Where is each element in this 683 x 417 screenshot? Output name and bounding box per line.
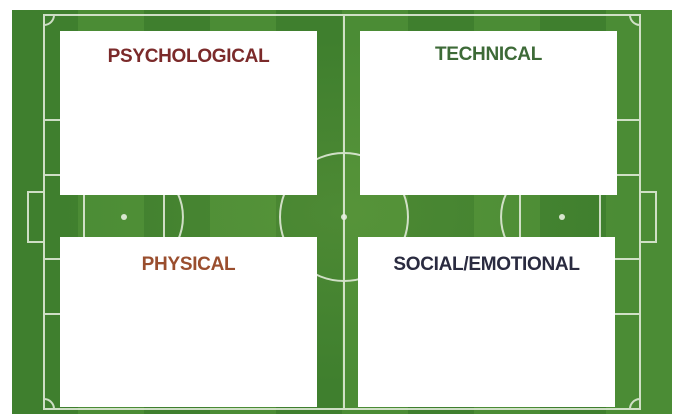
corner-arc-tl [43,14,55,26]
center-circle [279,152,409,282]
physical-panel: PHYSICAL [60,237,317,407]
physical-title: PHYSICAL [141,254,236,275]
social-emotional-title: SOCIAL/EMOTIONAL [393,254,580,275]
psychological-panel: PSYCHOLOGICAL [60,31,317,195]
left-goal [27,191,45,243]
technical-panel: TECHNICAL [360,31,617,195]
corner-arc-br [629,398,641,410]
left-penalty-spot [121,214,127,220]
psychological-title: PSYCHOLOGICAL [107,46,270,67]
right-goal [639,191,657,243]
center-spot [341,214,347,220]
technical-title: TECHNICAL [434,44,543,65]
corner-arc-bl [43,398,55,410]
social-emotional-panel: SOCIAL/EMOTIONAL [358,237,615,407]
right-penalty-spot [559,214,565,220]
corner-arc-tr [629,14,641,26]
